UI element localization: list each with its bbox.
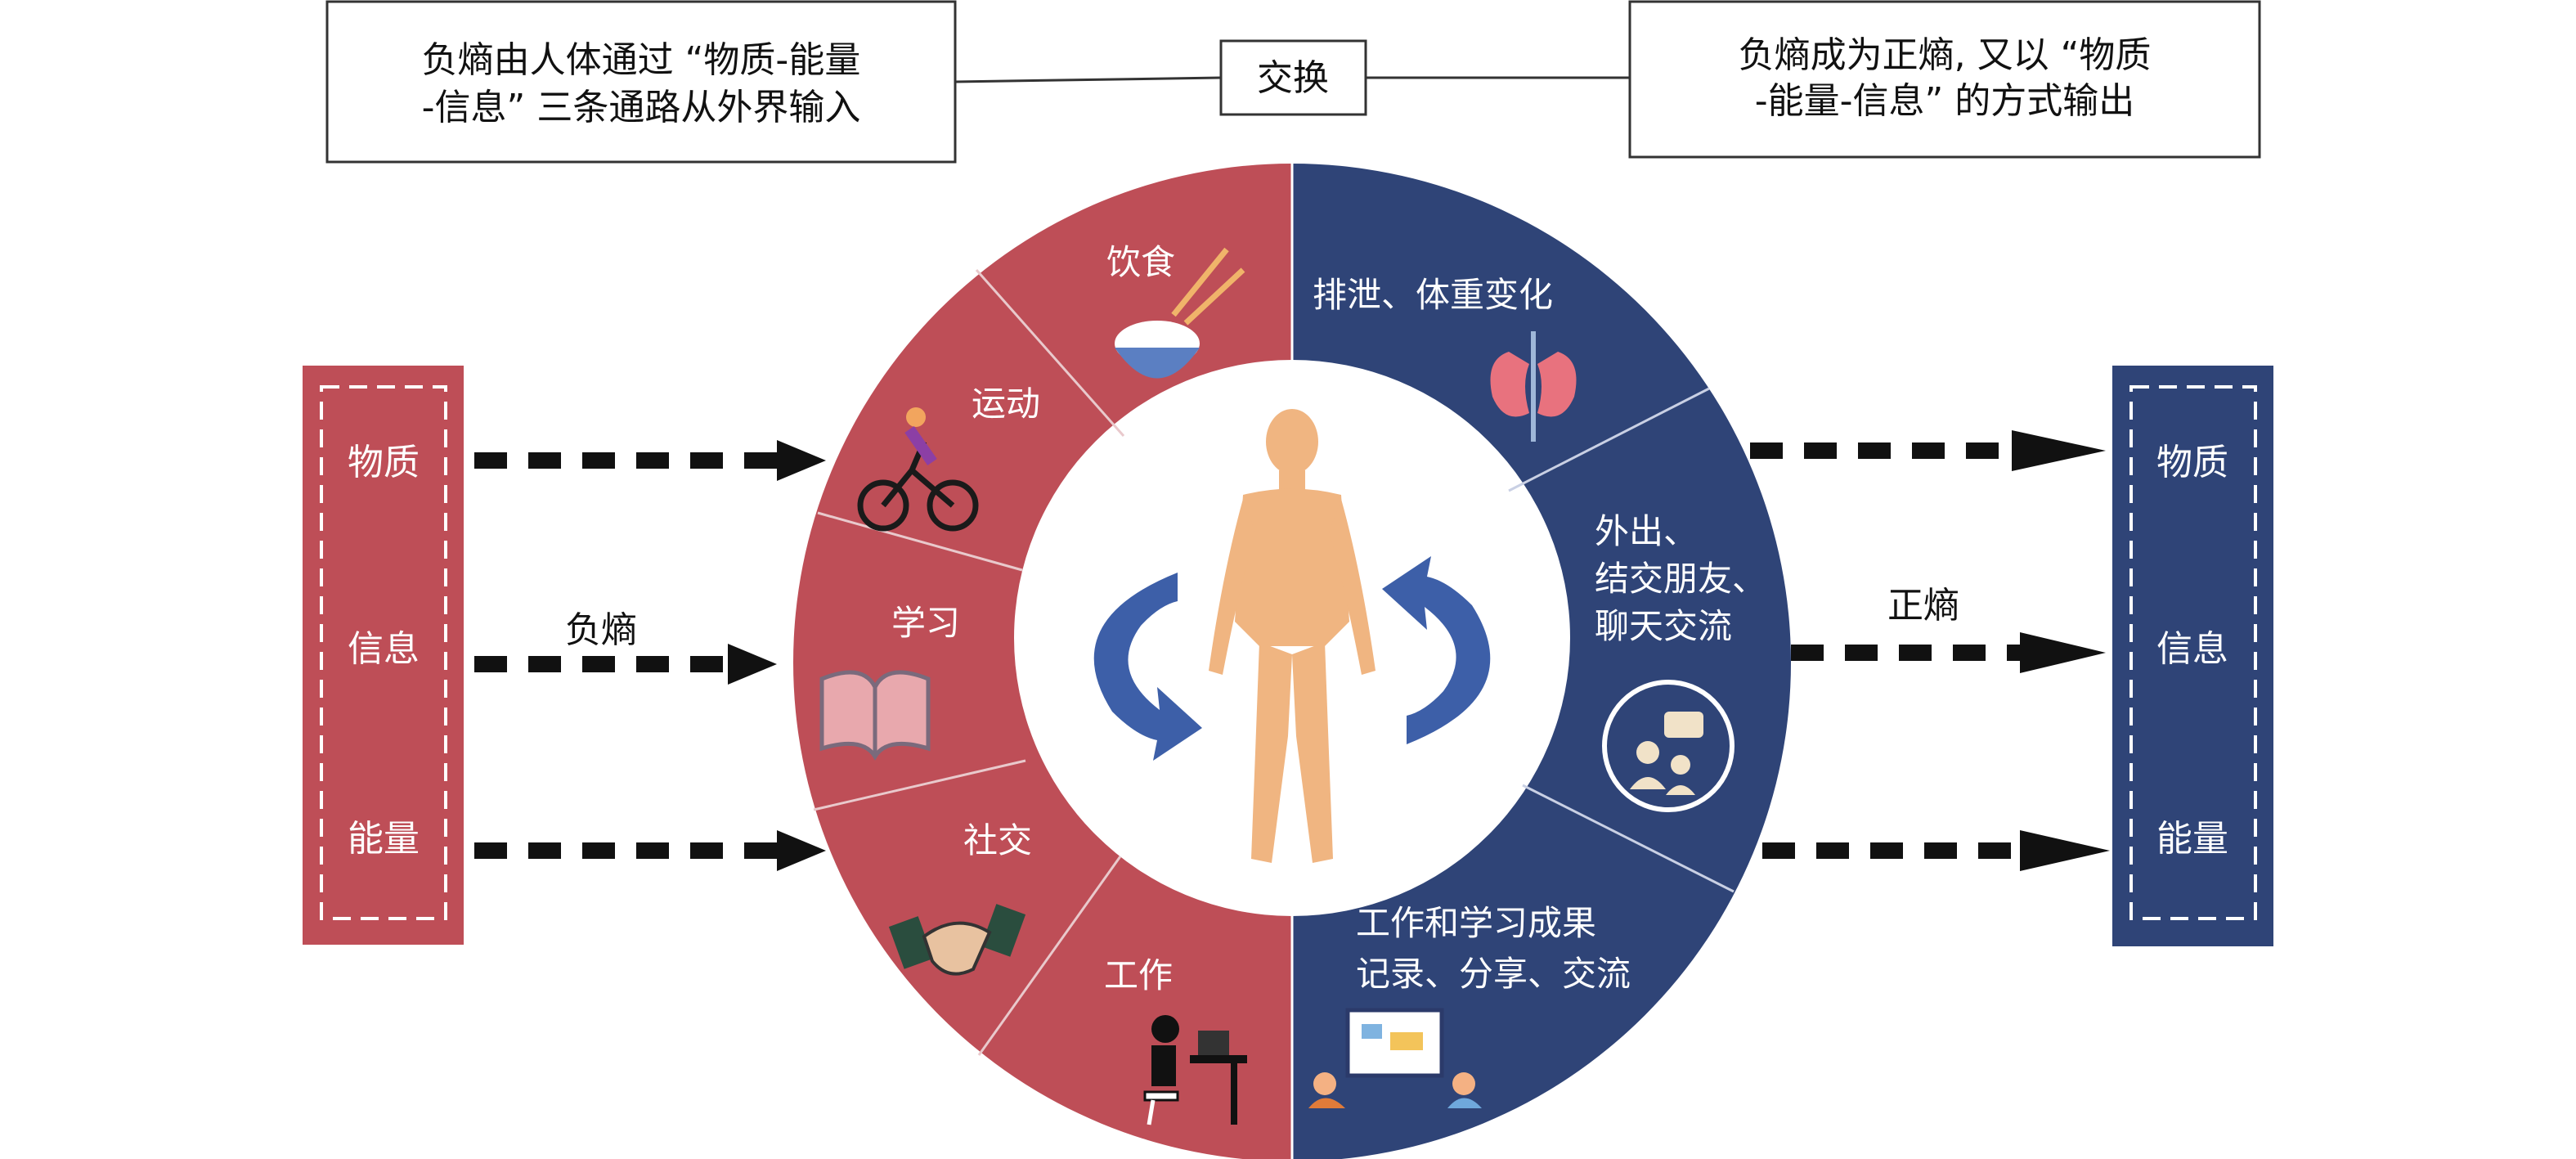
left-separators	[813, 269, 1125, 1056]
team-whiteboard-icon	[1308, 1008, 1482, 1108]
negative-entropy-label: 负熵	[565, 609, 637, 651]
ring-right-half	[1292, 164, 1791, 1159]
office-worker-icon	[1143, 1015, 1247, 1125]
output-arrowheads	[2012, 430, 2110, 871]
cyclist-icon	[857, 407, 979, 532]
right-separators	[1508, 387, 1735, 893]
segment-outing-line-2: 结交朋友、	[1595, 559, 1766, 599]
right-item-information: 信息	[2156, 628, 2228, 670]
segment-achievement-line-1: 工作和学习成果	[1356, 903, 1596, 943]
input-arrows	[474, 452, 785, 859]
segment-outing-line-1: 外出、	[1595, 511, 1698, 551]
output-description-box: 负熵成为正熵, 又以 “物质 -能量-信息” 的方式输出	[1628, 0, 2261, 159]
segment-outing-line-3: 聊天交流	[1595, 606, 1732, 646]
segment-work-label: 工作	[1104, 955, 1173, 995]
segment-social-label: 社交	[963, 820, 1032, 860]
kidney-icon	[1490, 331, 1577, 442]
right-item-energy: 能量	[2156, 818, 2228, 860]
cycle-arrow-icon	[1093, 556, 1491, 761]
output-arrows	[1750, 442, 2020, 859]
output-description-line-2: -能量-信息” 的方式输出	[1755, 80, 2135, 122]
left-item-information: 信息	[348, 628, 420, 670]
human-body-icon	[1209, 409, 1376, 863]
output-description-line-1: 负熵成为正熵, 又以 “物质	[1739, 34, 2152, 76]
right-item-material: 物质	[2156, 442, 2228, 483]
left-item-energy: 能量	[348, 818, 420, 860]
chat-people-icon	[1602, 680, 1735, 812]
positive-entropy-label: 正熵	[1887, 585, 1959, 627]
right-output-panel: 物质 信息 能量	[2112, 366, 2273, 946]
rice-bowl-icon	[1115, 247, 1245, 379]
exchange-label: 交换	[1257, 57, 1329, 99]
segment-study-label: 学习	[891, 603, 960, 643]
segment-exercise-label: 运动	[972, 384, 1040, 424]
left-item-material: 物质	[348, 442, 420, 483]
handshake-icon	[888, 904, 1026, 976]
segment-achievement-line-2: 记录、分享、交流	[1356, 954, 1631, 994]
input-description-box: 负熵由人体通过 “物质-能量 -信息” 三条通路从外界输入	[325, 0, 957, 164]
left-input-panel: 物质 信息 能量	[303, 366, 464, 945]
exchange-box: 交换	[1219, 39, 1367, 116]
book-icon	[819, 670, 931, 761]
segment-diet-label: 饮食	[1106, 242, 1175, 282]
input-description-line-2: -信息” 三条通路从外界输入	[422, 87, 861, 128]
connector-left	[954, 76, 1222, 83]
input-description-line-1: 负熵由人体通过 “物质-能量	[422, 39, 861, 81]
segment-excretion-label: 排泄、体重变化	[1313, 275, 1553, 315]
exchange-ring	[793, 164, 1791, 1159]
input-arrowheads	[728, 440, 826, 871]
